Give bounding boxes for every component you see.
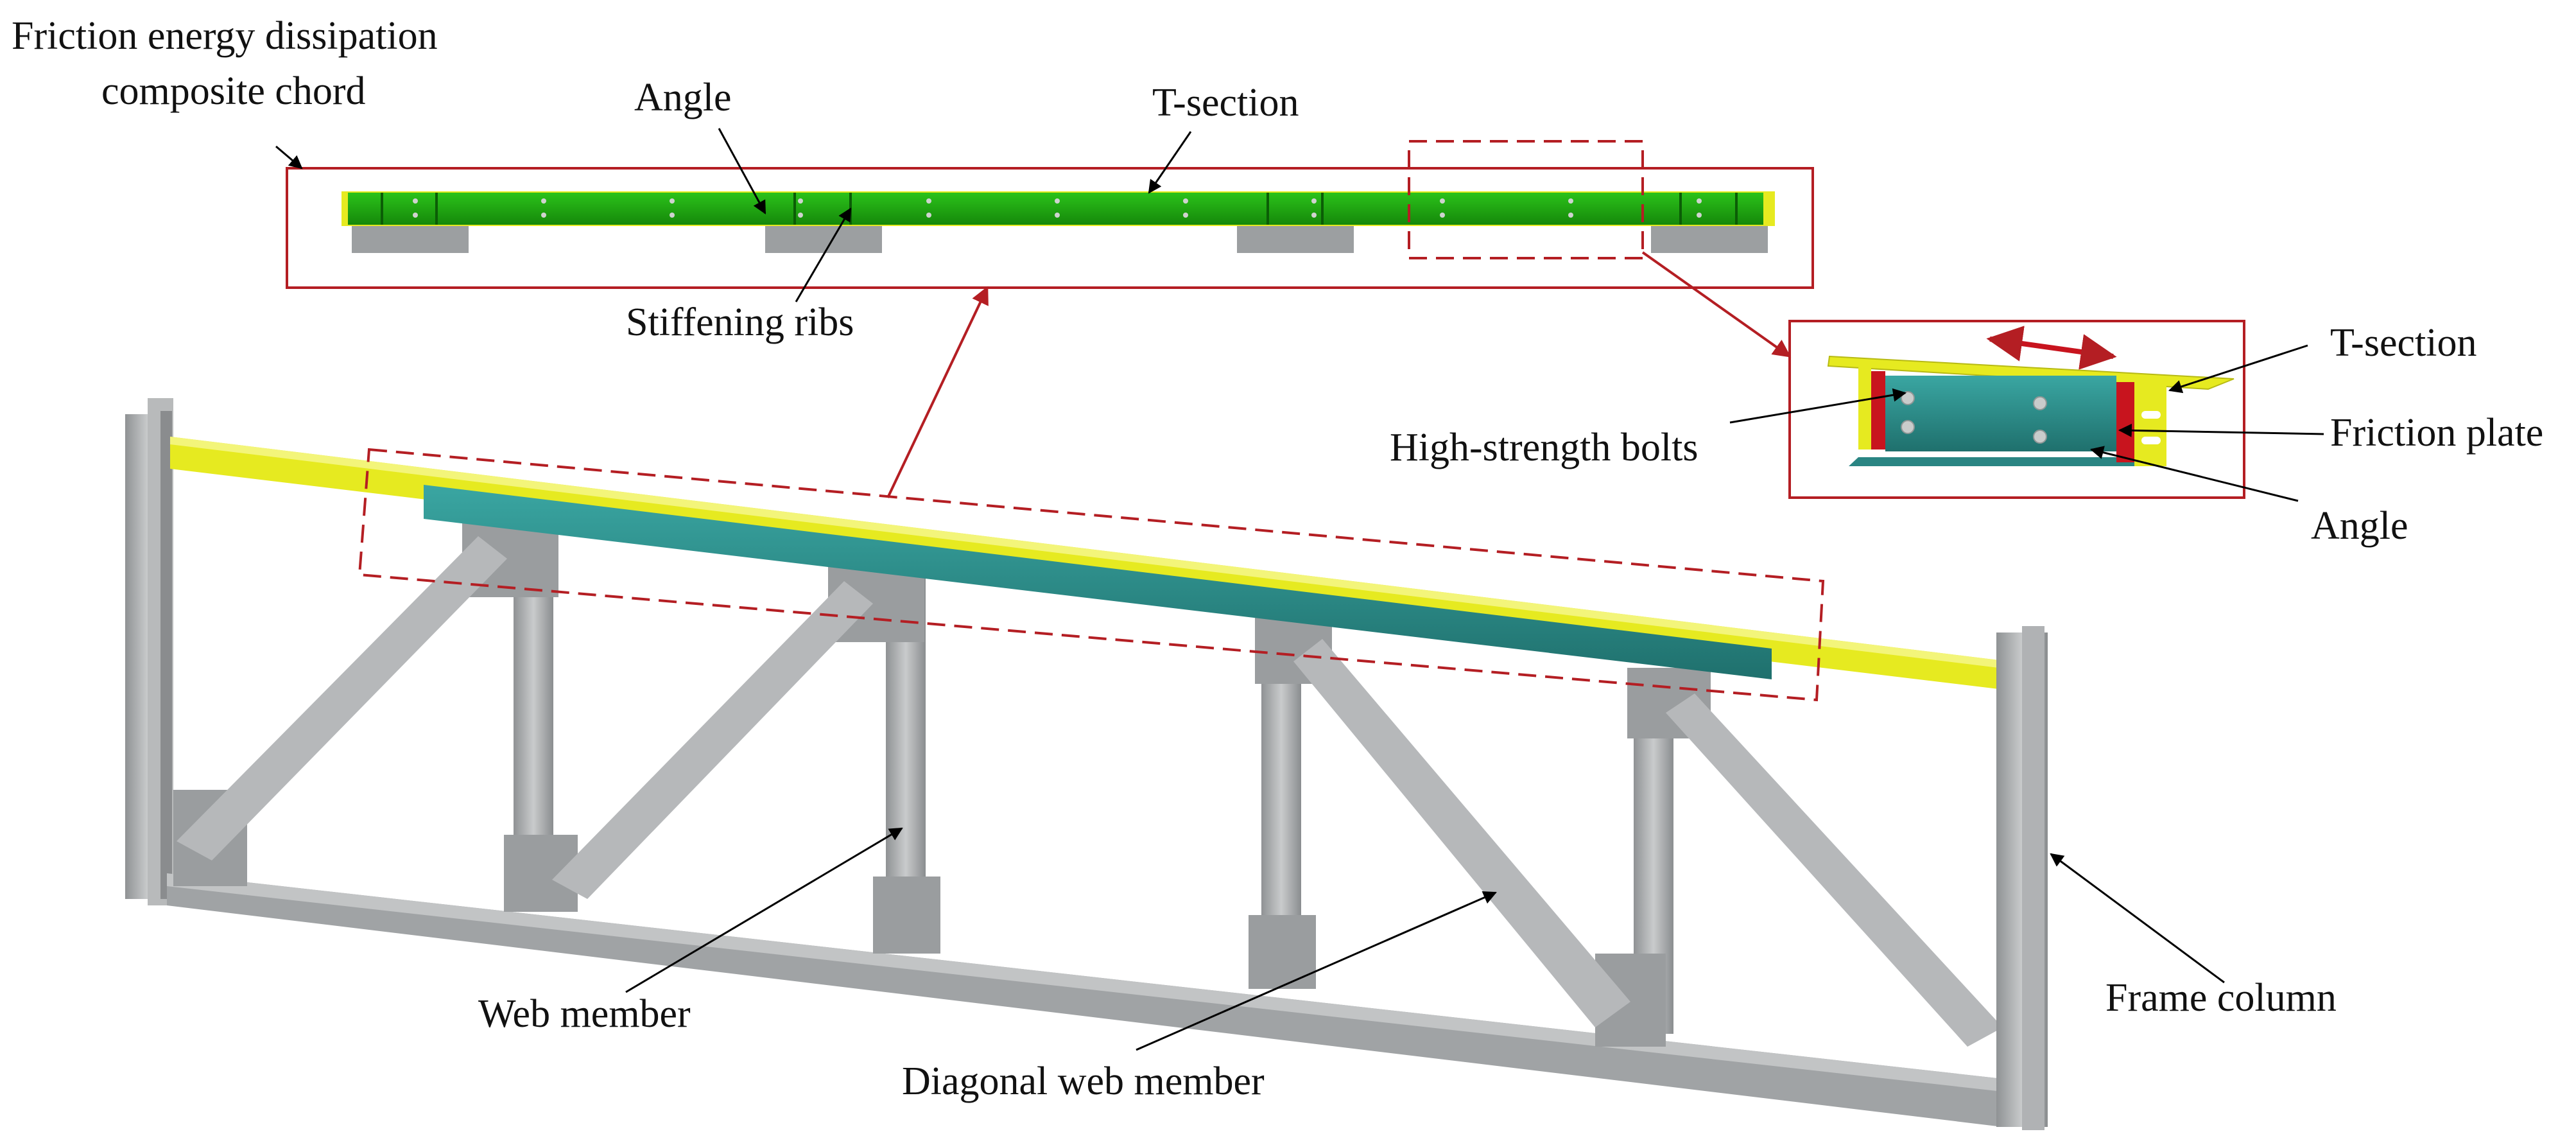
label-stiffening-ribs: Stiffening ribs <box>626 301 854 344</box>
label-angle-top: Angle <box>634 76 732 119</box>
leader-chord-title <box>275 145 303 170</box>
leader-lines <box>275 128 2324 1051</box>
detail-angle <box>1885 376 2116 451</box>
right-frame-column <box>1996 626 2048 1130</box>
detail-connectors <box>886 251 1792 498</box>
chord-elevation <box>286 140 1814 289</box>
chord-stiffening-ribs <box>381 193 1738 225</box>
label-t-section-top: T-section <box>1152 81 1299 125</box>
label-web-member: Web member <box>478 992 691 1036</box>
detail-friction-plate <box>2116 382 2134 462</box>
leader-diagonal <box>1136 891 1497 1051</box>
leader-stiffening-ribs <box>795 207 852 302</box>
leader-angle-detail <box>2089 446 2299 502</box>
truss-model <box>125 398 2048 1130</box>
label-angle-detail: Angle <box>2311 504 2408 548</box>
detail-outline-box <box>1788 320 2245 499</box>
section-detail <box>1788 320 2245 499</box>
leader-friction-plate <box>2118 423 2324 437</box>
chord-outline-box <box>286 167 1814 289</box>
label-frame-column: Frame column <box>2105 976 2337 1020</box>
leader-t-section-top <box>1148 131 1192 194</box>
truss-dashed-outline <box>358 448 1825 702</box>
label-high-strength-bolts: High-strength bolts <box>1390 426 1699 469</box>
label-friction-plate: Friction plate <box>2330 411 2544 455</box>
chord-angle-body <box>348 193 1763 225</box>
leader-angle-top <box>718 128 766 214</box>
leader-t-section-detail <box>2168 344 2308 394</box>
label-chord-title-line1: Friction energy dissipation <box>12 14 438 58</box>
leader-bolts <box>1729 388 1907 424</box>
top-chord-angle <box>424 485 1772 679</box>
slip-direction-arrow <box>1986 326 2117 370</box>
chord-bottom-plates <box>352 226 1768 253</box>
label-chord-title-line2: composite chord <box>101 69 366 113</box>
label-t-section-detail: T-section <box>2330 321 2477 365</box>
left-frame-column <box>125 398 173 905</box>
chord-detail-dashed-box <box>1408 140 1644 259</box>
chord-bolts <box>413 198 1702 218</box>
label-diagonal-web-member: Diagonal web member <box>902 1060 1265 1103</box>
diagonal-web-members <box>177 536 2003 1047</box>
leader-frame-column <box>2050 853 2225 984</box>
leader-web-member <box>625 827 903 993</box>
